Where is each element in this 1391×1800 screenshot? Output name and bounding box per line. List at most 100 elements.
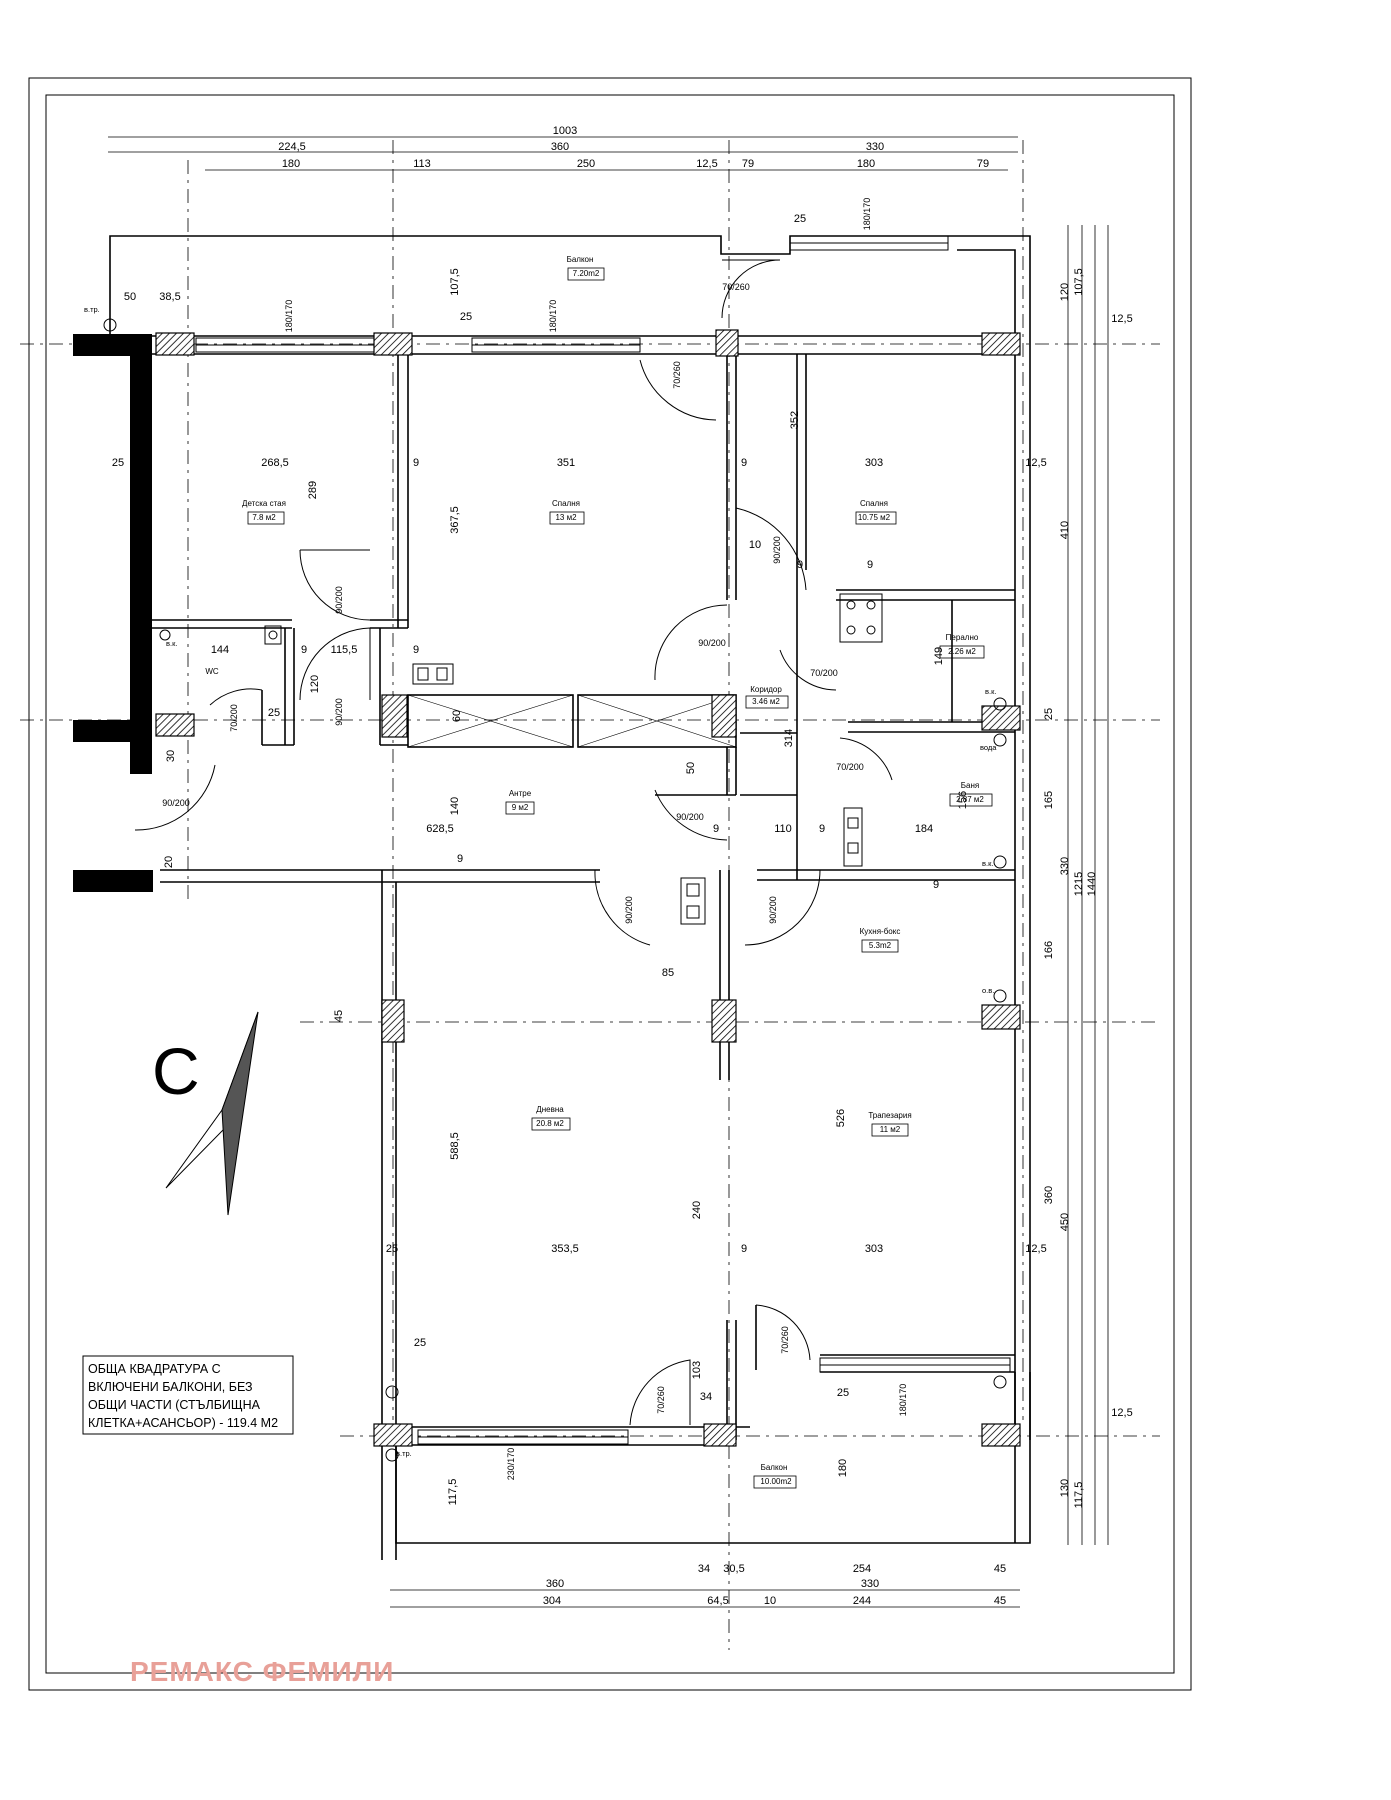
door-label-14: 70/260: [780, 1326, 790, 1354]
window-label-1: 180/170: [548, 300, 558, 333]
dim-inner-11: 107,5: [449, 268, 461, 296]
area-note-line-2: ВКЛЮЧЕНИ БАЛКОНИ, БЕЗ: [88, 1380, 253, 1394]
dim-bottom-2: 30,5: [723, 1563, 744, 1575]
room-area-hall: 9 м2: [512, 803, 529, 812]
room-name-bathroom: Баня: [961, 781, 979, 790]
dim-inner-36: 9: [457, 853, 463, 865]
water-supply-label-bath: в.к.: [982, 859, 993, 868]
windows: [195, 235, 1011, 1445]
dim-right-14: 117,5: [1073, 1482, 1085, 1509]
dim-inner-13: 352: [789, 411, 801, 429]
area-note-line-3: ОБЩИ ЧАСТИ (СТЪЛБИЩНА: [88, 1398, 261, 1412]
north-arrow: С: [152, 1011, 259, 1216]
water-label: вода: [980, 743, 997, 752]
room-area-dining: 11 м2: [880, 1125, 901, 1134]
dim-inner-4: 9: [413, 457, 419, 469]
dim-inner-12: 25: [460, 311, 472, 323]
dim-right-8: 1440: [1086, 872, 1098, 896]
dim-top-5: 113: [413, 158, 431, 170]
door-label-3: 90/200: [772, 536, 782, 564]
dim-inner-22: 25: [268, 707, 280, 719]
dim-inner-20: 9: [413, 644, 419, 656]
room-area-living: 20.8 м2: [536, 1119, 564, 1128]
dim-right-0: 120: [1059, 283, 1071, 301]
door-label-13: 70/260: [656, 1386, 666, 1414]
dim-inner-16: 9: [867, 559, 873, 571]
dim-inner-17: 144: [211, 644, 229, 656]
window-label-2: 180/170: [862, 198, 872, 231]
dim-top-4: 180: [282, 158, 300, 170]
room-name-corridor: Коридор: [750, 685, 782, 694]
dim-bottom-0: 360: [546, 1578, 564, 1590]
dim-inner-24: 149: [933, 647, 945, 665]
dim-bottom-6: 304: [543, 1595, 561, 1607]
room-name-kids: Детска стая: [242, 499, 286, 508]
dim-inner-25: 314: [783, 729, 795, 747]
door-label-10: 90/200: [676, 812, 704, 822]
dim-inner-0: 50: [124, 291, 136, 303]
dim-inner-8: 12,5: [1025, 457, 1046, 469]
room-labels: Балкон 7.20m2 Детска стая 7.8 м2 Спалня …: [205, 255, 984, 1486]
room-name-bedroom-right: Спалня: [860, 499, 888, 508]
outer-frame: [28, 77, 1192, 1691]
dim-right-9: 166: [1043, 941, 1055, 959]
door-label-9: 90/200: [162, 798, 190, 808]
door-label-7: 70/200: [810, 668, 838, 678]
dim-inner-31: 110: [774, 823, 792, 835]
dim-top-7: 12,5: [696, 158, 717, 170]
dim-inner-9: 289: [307, 481, 319, 499]
fixtures: [103, 318, 1007, 1462]
area-note-line-4: КЛЕТКА+АСАНСЬОР) - 119.4 М2: [88, 1416, 278, 1430]
room-area-bedroom-right: 10.75 м2: [858, 513, 891, 522]
dim-inner-48: 103: [691, 1361, 703, 1379]
room-area-corridor: 3.46 м2: [752, 697, 780, 706]
dim-right-10: 360: [1043, 1186, 1055, 1204]
walls: [109, 235, 1031, 1560]
dim-inner-42: 240: [691, 1201, 703, 1219]
dim-inner-45: 9: [741, 1243, 747, 1255]
dim-inner-6: 9: [741, 457, 747, 469]
door-label-12: 90/200: [768, 896, 778, 924]
door-label-0: 70/260: [722, 282, 750, 292]
dim-inner-21: 120: [309, 675, 321, 693]
dim-inner-44: 353,5: [551, 1243, 579, 1255]
dim-bottom-5: 330: [861, 1578, 879, 1590]
dim-bottom-4: 45: [994, 1563, 1006, 1575]
dim-inner-43: 25: [386, 1243, 398, 1255]
dim-inner-32: 9: [819, 823, 825, 835]
dim-right-13: 130: [1059, 1479, 1071, 1497]
water-supply-label-left: в.к.: [166, 639, 177, 648]
water-pipe-label-top: в.тр.: [84, 305, 100, 314]
room-name-living: Дневна: [536, 1105, 564, 1114]
dim-inner-10: 367,5: [449, 506, 461, 534]
dim-bottom-8: 10: [764, 1595, 776, 1607]
watermark: РЕМАКС ФЕМИЛИ: [130, 1656, 395, 1687]
dim-right-5: 165: [1043, 791, 1055, 809]
dim-top-10: 79: [977, 158, 989, 170]
dim-inner-53: 180: [837, 1459, 849, 1477]
dim-inner-38: 9: [933, 879, 939, 891]
dim-right-2: 12,5: [1111, 313, 1132, 325]
room-area-laundry: 2.26 м2: [948, 647, 976, 656]
door-label-4: 90/200: [698, 638, 726, 648]
dim-inner-26: 60: [451, 710, 463, 722]
room-name-laundry: Перално: [946, 633, 979, 642]
window-label-0: 180/170: [284, 300, 294, 333]
door-label-1: 70/260: [672, 361, 682, 389]
dim-right-6: 330: [1059, 857, 1071, 875]
dim-top-0: 1003: [553, 125, 577, 137]
dim-inner-1: 38,5: [159, 291, 180, 303]
inner-frame: [45, 94, 1175, 1674]
dim-right-1: 107,5: [1073, 268, 1085, 296]
room-name-wc: WC: [205, 667, 219, 676]
dim-bottom-9: 244: [853, 1595, 871, 1607]
fixture-labels: в.тр. в.к. в.к. вода в.к. о.в. в.тр.: [84, 305, 997, 1458]
window-label-3: 180/170: [898, 1384, 908, 1417]
north-label: С: [152, 1034, 200, 1108]
room-area-balcony-bottom: 10.00m2: [760, 1477, 792, 1486]
dim-right-11: 450: [1059, 1213, 1071, 1231]
dim-right-7: 1215: [1073, 872, 1085, 896]
dim-inner-18: 9: [301, 644, 307, 656]
dim-top-8: 79: [742, 158, 754, 170]
room-name-bedroom-center: Спалня: [552, 499, 580, 508]
